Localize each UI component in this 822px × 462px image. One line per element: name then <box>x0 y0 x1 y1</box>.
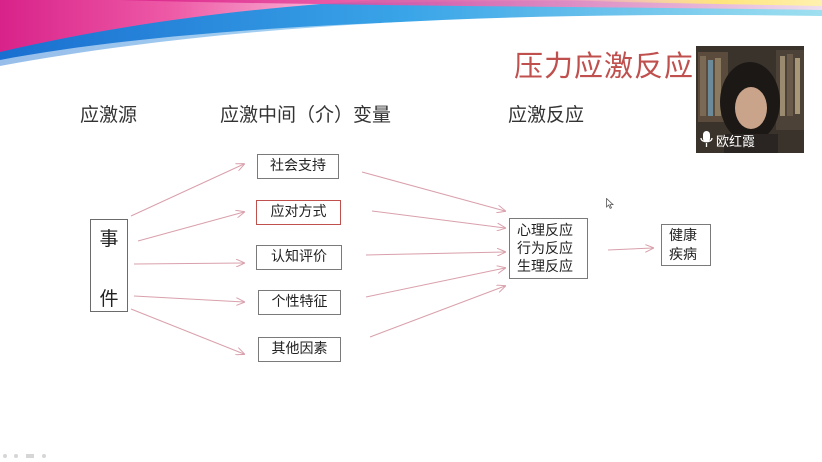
mediator-box-cognitive-appraisal: 认知评价 <box>256 245 342 270</box>
participant-video-tile[interactable]: 欧红霞 <box>696 46 804 153</box>
arrow-event-to-cognitive-appraisal <box>133 263 244 264</box>
slide-header-banner <box>0 0 822 78</box>
mediator-box-coping-style: 应对方式 <box>256 200 341 225</box>
header-stress-reaction: 应激反应 <box>508 104 585 126</box>
event-char-1: 事 <box>99 228 119 250</box>
slide-toolbar-icons[interactable] <box>2 452 62 460</box>
arrow-event-to-social-support <box>130 164 244 217</box>
arrow-coping-style-to-reaction <box>371 210 505 228</box>
arrow-event-to-other-factors <box>130 308 244 354</box>
arrow-reaction-to-outcome <box>607 248 653 250</box>
arrow-social-support-to-reaction <box>361 171 505 211</box>
mediator-box-other-factors: 其他因素 <box>258 337 341 362</box>
outcome-box: 健康 疾病 <box>661 224 711 266</box>
header-stress-source: 应激源 <box>80 104 138 126</box>
arrow-event-to-personality <box>133 295 244 302</box>
reaction-box: 心理反应 行为反应 生理反应 <box>509 218 588 279</box>
microphone-icon[interactable] <box>700 131 713 148</box>
participant-video-feed <box>696 46 804 153</box>
reaction-physiological: 生理反应 <box>517 259 573 275</box>
reaction-psychological: 心理反应 <box>517 223 573 239</box>
mediator-box-personality: 个性特征 <box>258 290 341 315</box>
event-char-2: 件 <box>99 288 119 310</box>
mouse-cursor-icon <box>606 198 614 209</box>
participant-name: 欧红霞 <box>716 135 756 150</box>
header-mediator: 应激中间（介）变量 <box>220 104 392 126</box>
event-box: 事 件 <box>90 219 128 312</box>
arrow-cognitive-appraisal-to-reaction <box>365 252 505 255</box>
slide-title: 压力应激反应 <box>514 49 695 83</box>
arrow-event-to-coping-style <box>137 212 244 242</box>
mediator-box-social-support: 社会支持 <box>257 154 339 179</box>
arrow-personality-to-reaction <box>365 268 505 298</box>
reaction-behavioral: 行为反应 <box>517 241 573 257</box>
arrow-other-factors-to-reaction <box>369 286 505 338</box>
outcome-disease: 疾病 <box>669 247 697 263</box>
outcome-health: 健康 <box>669 228 697 244</box>
